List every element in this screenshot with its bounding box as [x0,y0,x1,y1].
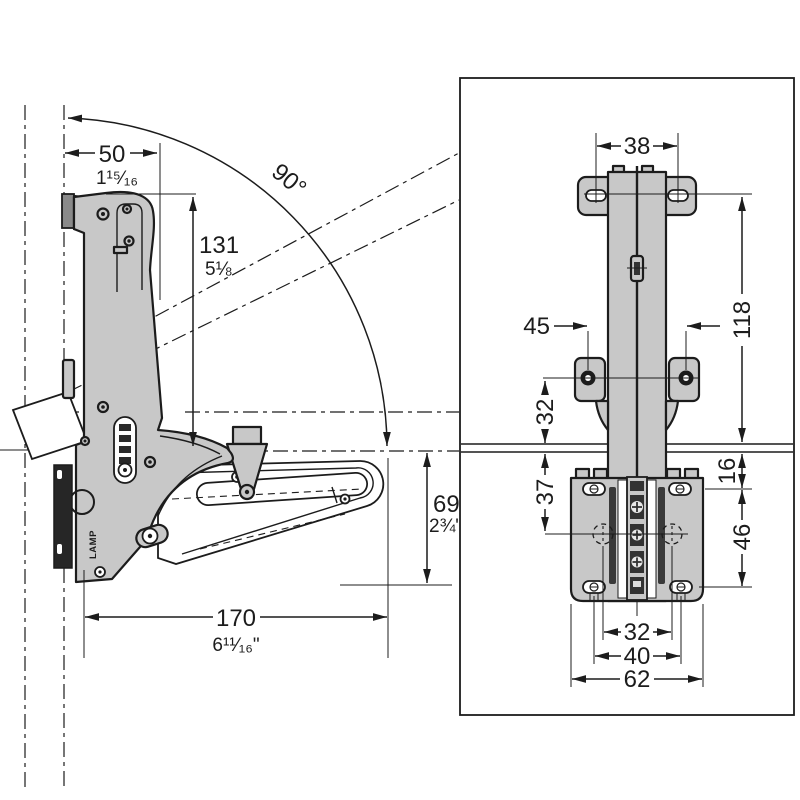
side-view-dimensions: 50 1¹⁵⁄₁₆ 131 5⅛ 69 2¾" 170 6¹¹⁄₁₆" [65,141,462,658]
arm-clip [627,254,647,283]
front-view-dimensions: 38 118 45 32 [523,133,756,693]
dim-mid-offset: 32 [532,399,559,426]
dim-height-mm: 131 [199,232,239,259]
dim-screw-span: 40 [624,643,651,670]
brand-mark: LAMP [88,530,99,559]
front-view: 38 118 45 32 [459,77,795,716]
mid-plate [573,356,701,432]
dim-top-slot-spacing: 38 [624,133,651,160]
door-mounting-strip [53,464,73,569]
dim-carriage-screw-span: 46 [729,524,756,551]
carriage-housing [569,467,705,616]
dim-arm-length: 118 [729,301,756,339]
dim-height-in: 5⅛ [205,259,232,280]
panel-lines [461,443,793,453]
dim-drop-mm: 69 [433,491,460,518]
flap-arm [157,460,385,565]
dim-depth-mm: 170 [216,605,256,632]
adjustment-slot [113,416,137,484]
angle-label: 90° [266,158,311,202]
dim-panel-offset: 16 [714,458,741,485]
dim-mid-hole-spacing: 45 [523,313,550,340]
dim-drop-in: 2¾" [429,516,462,537]
dim-depth-in: 6¹¹⁄₁₆" [212,635,259,656]
dim-body-width: 62 [624,666,651,693]
dim-screw-row-offset: 37 [532,479,559,506]
brand-text: LAMP [88,530,99,559]
dim-width-mm: 50 [99,141,126,168]
mounting-screws [582,482,693,600]
dim-width-in: 1¹⁵⁄₁₆ [96,168,138,189]
hinge-knuckle [61,193,75,229]
dim-rail-span: 32 [624,619,651,646]
side-view: LAMP 90° 50 1¹⁵⁄₁₆ 131 5⅛ 69 [0,105,462,788]
center-screw-strip [626,476,648,601]
door-tab [61,358,76,400]
